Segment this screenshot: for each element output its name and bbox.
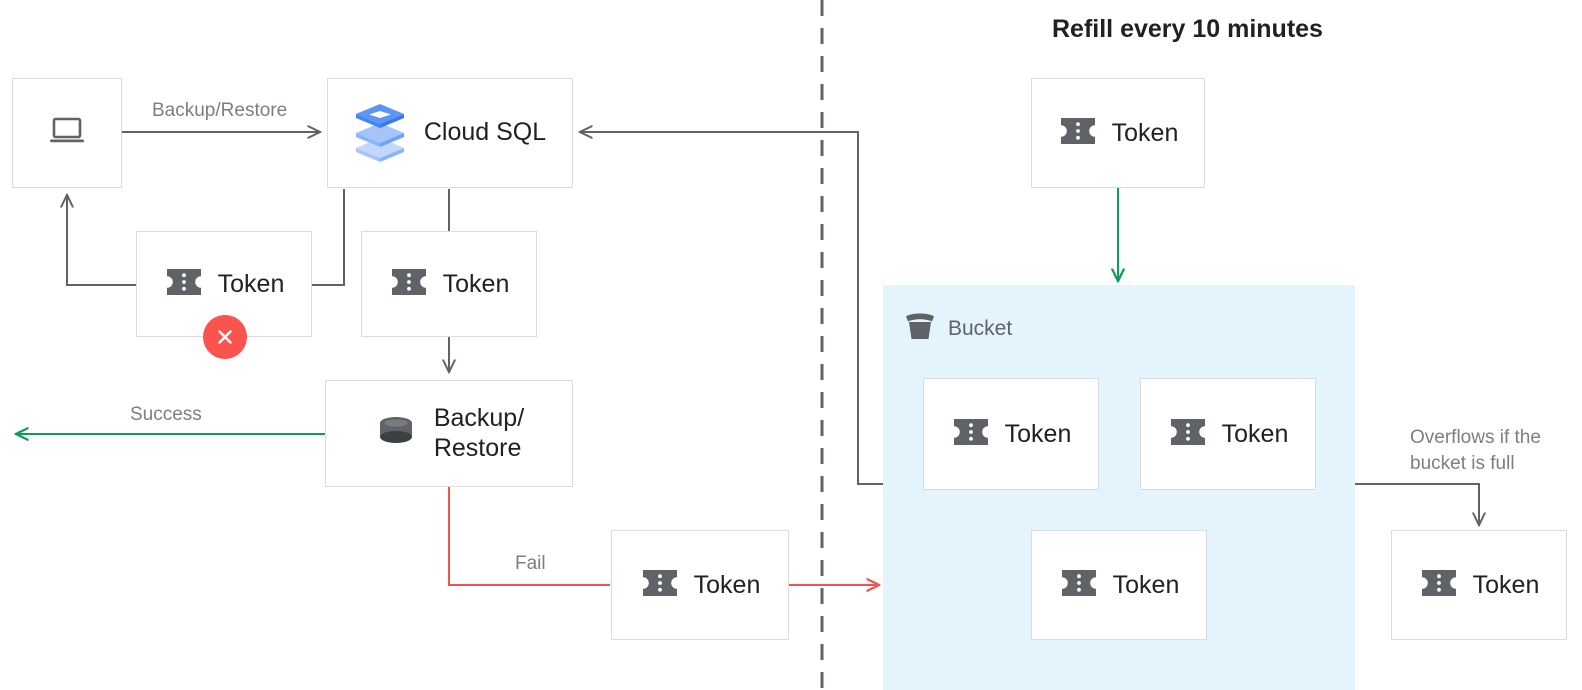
token-icon (1168, 416, 1208, 453)
bucket-token-1-node[interactable]: Token (923, 378, 1099, 490)
edge-bucket-overflow (1355, 483, 1479, 525)
bucket-token-2-node[interactable]: Token (1140, 378, 1316, 490)
error-x-badge (203, 315, 247, 359)
token-icon (164, 266, 204, 303)
token-icon (1059, 567, 1099, 604)
edge-label-fail: Fail (515, 553, 546, 574)
bucket-token-1-label: Token (1004, 419, 1072, 448)
client-node[interactable] (12, 78, 122, 188)
page-title: Refill every 10 minutes (1052, 15, 1323, 43)
token-icon (640, 567, 680, 604)
token-overflow-label: Token (1472, 570, 1540, 599)
bucket-token-2-label: Token (1221, 419, 1289, 448)
database-icon (374, 413, 418, 454)
token-icon (389, 266, 429, 303)
cloud-sql-icon (354, 100, 406, 167)
token-icon (951, 416, 991, 453)
edge-bucket-to-cloudsql (580, 132, 883, 485)
token-consumed-node[interactable]: Token (361, 231, 537, 337)
bucket-header: Bucket (902, 310, 1012, 347)
close-icon (218, 330, 232, 344)
token-fail-return-node[interactable]: Token (611, 530, 789, 640)
edge-cloudsql-to-token-failed (312, 189, 345, 286)
token-overflow-node[interactable]: Token (1391, 530, 1567, 640)
token-icon (1419, 567, 1459, 604)
edge-label-overflow: Overflows if the bucket is full (1410, 427, 1541, 474)
token-refill-label: Token (1111, 118, 1179, 147)
backup-restore-node[interactable]: Backup/ Restore (325, 380, 573, 487)
bucket-title: Bucket (948, 316, 1013, 340)
token-refill-node[interactable]: Token (1031, 78, 1205, 188)
bucket-icon (902, 310, 938, 347)
token-consumed-label: Token (442, 269, 510, 298)
cloud-sql-label: Cloud SQL (423, 118, 547, 147)
bucket-token-3-label: Token (1112, 570, 1180, 599)
edge-token-failed-to-client (67, 195, 136, 286)
edge-label-success: Success (130, 404, 202, 425)
token-failed-label: Token (217, 269, 285, 298)
token-fail-return-label: Token (693, 570, 761, 599)
token-icon (1058, 115, 1098, 152)
backup-restore-label: Backup/ Restore (433, 404, 525, 462)
bucket-token-3-node[interactable]: Token (1031, 530, 1207, 640)
cloud-sql-node[interactable]: Cloud SQL (327, 78, 573, 188)
laptop-icon (47, 115, 87, 152)
edge-label-backup-restore: Backup/Restore (152, 100, 288, 121)
